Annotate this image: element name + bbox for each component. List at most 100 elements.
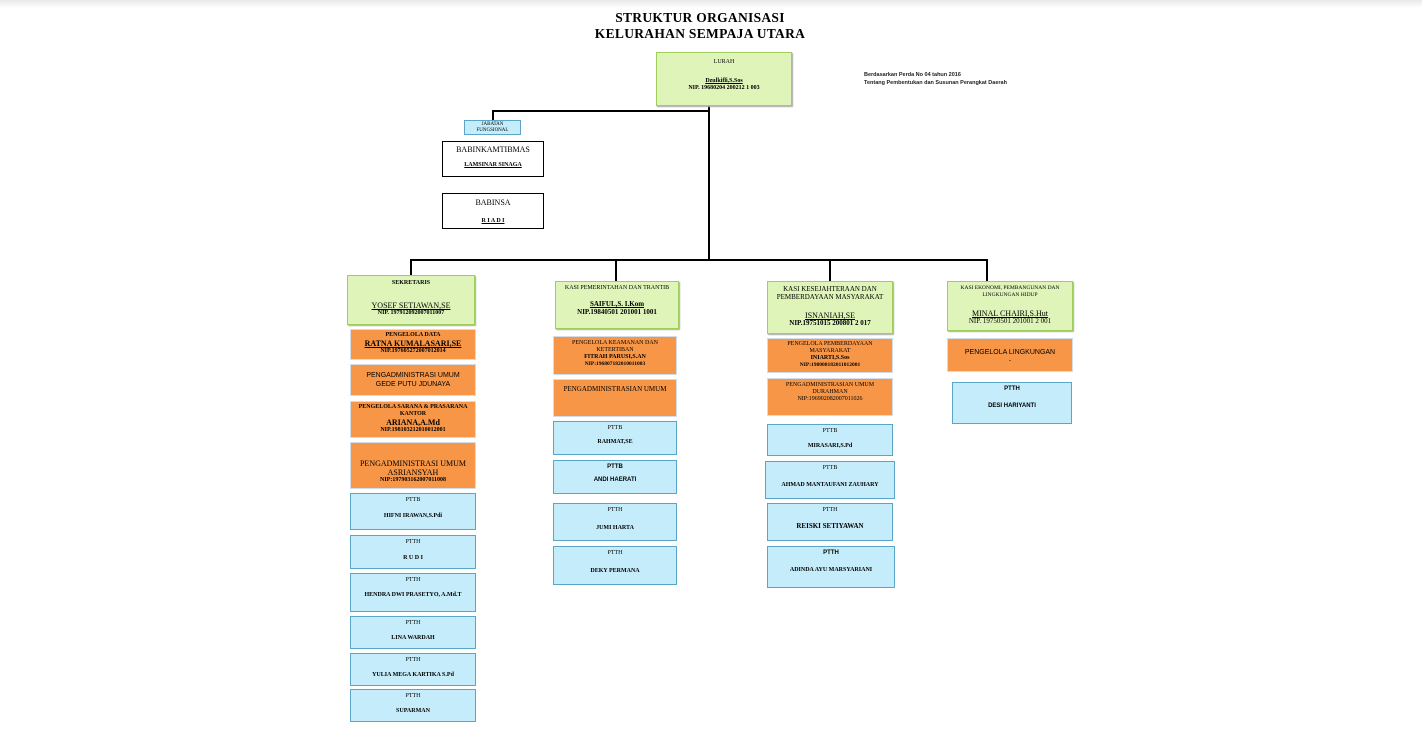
staff-role: PENGELOLA PEMBERDAYAAN MASYARAKAT xyxy=(787,341,873,354)
connector-kesejahteraan xyxy=(829,259,831,281)
staff-role: PTTH xyxy=(607,507,623,513)
staff-name: GEDE PUTU JDUNAYA xyxy=(375,381,451,388)
staff-name: INIARTI,S.Sos xyxy=(810,355,850,361)
staff-nip: NIP:196807182010011003 xyxy=(584,361,646,367)
staff-role: PTTB xyxy=(822,465,838,471)
jabatan-fungsional-line2: FUNGSIONAL xyxy=(476,128,509,133)
ptth-yulia-box: PTTH YULIA MEGA KARTIKA S.Pd xyxy=(350,653,476,686)
connector-fungsional-v xyxy=(492,110,494,121)
staff-nip: NIP:198008182011012001 xyxy=(799,362,861,368)
babinsa-role: BABINSA xyxy=(475,198,511,207)
staff-nip: NIP.198103212010012001 xyxy=(380,427,446,433)
staff-nip: NIP:196902082007011026 xyxy=(797,396,863,402)
staff-name: ADINDA AYU MARSYARIANI xyxy=(789,567,873,573)
sekretaris-box: SEKRETARIS YOSEF SETIAWAN,SE NIP. 197912… xyxy=(347,275,475,325)
kasi-ekonomi-role: KASI EKONOMI, PEMBANGUNAN DAN LINGKUNGAN… xyxy=(960,285,1060,298)
staff-role: PTTH xyxy=(405,657,421,663)
connector-lurah-down xyxy=(708,106,710,260)
connector-fungsional-h xyxy=(492,110,709,112)
staff-role: PTTB xyxy=(405,497,421,503)
pengadministrasian-umum-box: PENGADMINISTRASIAN UMUM xyxy=(553,379,677,417)
chart-title-line1: STRUKTUR ORGANISASI xyxy=(615,10,785,25)
sekretaris-role: SEKRETARIS xyxy=(391,280,431,286)
pengelola-keamanan-box: PENGELOLA KEAMANAN DAN KETERTIBAN FITRAH… xyxy=(553,336,677,375)
staff-role: PTTH xyxy=(405,693,421,699)
ptth-reiski-box: PTTH REISKI SETIYAWAN xyxy=(767,503,893,541)
kasi-kesejahteraan-nip: NIP.19751015 200801 2 017 xyxy=(789,319,871,327)
babinsa-box: BABINSA R I A D I xyxy=(442,193,544,229)
pttb-hifni-box: PTTB HIFNI IRAWAN,S.Pdi xyxy=(350,493,476,530)
staff-name: R U D I xyxy=(403,555,423,561)
chart-title: STRUKTUR ORGANISASI KELURAHAN SEMPAJA UT… xyxy=(560,10,840,42)
staff-role: PENGADMINISTRASIAN UMUM xyxy=(563,385,667,393)
staff-role: PENGELOLA KEAMANAN DAN KETERTIBAN xyxy=(572,340,658,353)
lurah-box: LURAH Dzulkifli,S.Sos NIP. 19680204 2002… xyxy=(656,52,792,106)
kasi-kesejahteraan-name: ISNANIAH,SE xyxy=(805,311,855,320)
pengelola-pemberdayaan-box: PENGELOLA PEMBERDAYAAN MASYARAKAT INIART… xyxy=(767,338,893,373)
staff-role: PTTH xyxy=(1004,386,1020,392)
pttb-andi-box: PTTB ANDI HAERATI xyxy=(553,460,677,494)
staff-role: PENGELOLA DATA xyxy=(385,332,441,338)
babinkamtibmas-box: BABINKAMTIBMAS LAMSINAR SINAGA xyxy=(442,141,544,177)
lurah-role: LURAH xyxy=(713,59,735,65)
staff-name: REISKI SETIYAWAN xyxy=(796,522,864,530)
kasi-pemerintahan-name: SAIFUL,S. I.Kom xyxy=(589,300,645,308)
staff-name: LINA WARDAH xyxy=(391,635,435,641)
pengadministrasi-umum-2-box: PENGADMINISTRASI UMUM ASRIANSYAH NIP:197… xyxy=(350,442,476,489)
staff-name: AHMAD MANTAUFANI ZAUHARY xyxy=(781,482,879,488)
connector-sekretaris xyxy=(410,259,412,275)
ptth-desi-box: PTTH DESI HARIYANTI xyxy=(952,382,1072,424)
staff-name: DURAHMAN xyxy=(812,389,848,395)
connector-ekonomi xyxy=(986,259,988,281)
pttb-mirasari-box: PTTB MIRASARI,S.Pd xyxy=(767,424,893,456)
kasi-ekonomi-box: KASI EKONOMI, PEMBANGUNAN DAN LINGKUNGAN… xyxy=(947,281,1073,331)
chart-title-line2: KELURAHAN SEMPAJA UTARA xyxy=(594,26,806,41)
kasi-kesejahteraan-box: KASI KESEJAHTERAAN DAN PEMBERDAYAAN MASY… xyxy=(767,281,893,334)
staff-role: PTTH xyxy=(607,550,623,556)
kasi-ekonomi-nip: NIP. 19750501 201001 2 001 xyxy=(968,317,1052,325)
staff-name: DEKY PERMANA xyxy=(590,568,640,574)
staff-name: ARIANA,A.Md xyxy=(386,418,440,427)
staff-role: PENGADMINISTRASI UMUM xyxy=(359,459,466,468)
jabatan-fungsional-label: JABATAN FUNGSIONAL xyxy=(464,120,521,135)
staff-role: PENGADMINISTRASI UMUM xyxy=(366,372,460,379)
lurah-name: Dzulkifli,S.Sos xyxy=(705,78,743,84)
ptth-hendra-box: PTTH HENDRA DWI PRASETYO, A.Md.T xyxy=(350,573,476,612)
staff-role: PENGELOLA SARANA & PRASARANA KANTOR xyxy=(358,404,468,417)
lurah-nip: NIP. 19680204 200212 1 003 xyxy=(688,85,760,91)
ptth-lina-box: PTTH LINA WARDAH xyxy=(350,616,476,649)
staff-role: PTTH xyxy=(822,507,838,513)
kasi-ekonomi-name: MINAL CHAIRI,S.Hut xyxy=(972,309,1048,318)
staff-role: PTTB xyxy=(822,428,838,434)
staff-role: PENGADMINISTRASIAN UMUM xyxy=(785,382,875,388)
staff-name: MIRASARI,S.Pd xyxy=(807,443,853,449)
jabatan-fungsional-line1: JABATAN xyxy=(481,122,504,127)
kasi-pemerintahan-box: KASI PEMERINTAHAN DAN TRANTIB SAIFUL,S. … xyxy=(555,281,679,329)
staff-name: SUPARMAN xyxy=(396,708,430,714)
regulation-note-line2: Tentang Pembentukan dan Susunan Perangka… xyxy=(864,80,1007,86)
staff-role: PTTB xyxy=(607,425,623,431)
staff-name: FITRAH PARUSI,S.AN xyxy=(584,354,646,360)
pttb-rahmat-box: PTTB RAHMAT,SE xyxy=(553,421,677,455)
regulation-note: Berdasarkan Perda No 04 tahun 2016 Tenta… xyxy=(864,71,1007,87)
staff-role: PTTH xyxy=(405,620,421,626)
babinkamtibmas-role: BABINKAMTIBMAS xyxy=(456,145,530,154)
regulation-note-line1: Berdasarkan Perda No 04 tahun 2016 xyxy=(864,72,961,78)
staff-name: RAHMAT,SE xyxy=(597,439,633,445)
staff-name: HIFNI IRAWAN,S.Pdi xyxy=(383,513,443,519)
staff-name: ANDI HAERATI xyxy=(593,477,637,483)
connector-main-h xyxy=(410,259,988,261)
babinkamtibmas-name: LAMSINAR SINAGA xyxy=(464,162,522,168)
staff-role: PTTB xyxy=(607,464,623,470)
staff-name: HENDRA DWI PRASETYO, A.Md.T xyxy=(364,592,462,598)
staff-name: - xyxy=(1009,357,1011,364)
staff-name: ASRIANSYAH xyxy=(387,468,439,477)
staff-name: YULIA MEGA KARTIKA S.Pd xyxy=(372,672,454,678)
kasi-pemerintahan-role: KASI PEMERINTAHAN DAN TRANTIB xyxy=(564,285,670,291)
pengadministrasi-umum-box: PENGADMINISTRASI UMUM GEDE PUTU JDUNAYA xyxy=(350,364,476,396)
ptth-suparman-box: PTTH SUPARMAN xyxy=(350,689,476,722)
staff-role: PTTH xyxy=(823,550,839,556)
pengadministrasian-umum-kesra-box: PENGADMINISTRASIAN UMUM DURAHMAN NIP:196… xyxy=(767,378,893,416)
sekretaris-nip: NIP. 197912092007011007 xyxy=(377,310,445,316)
staff-name: RATNA KUMALASARI,SE xyxy=(364,339,462,348)
